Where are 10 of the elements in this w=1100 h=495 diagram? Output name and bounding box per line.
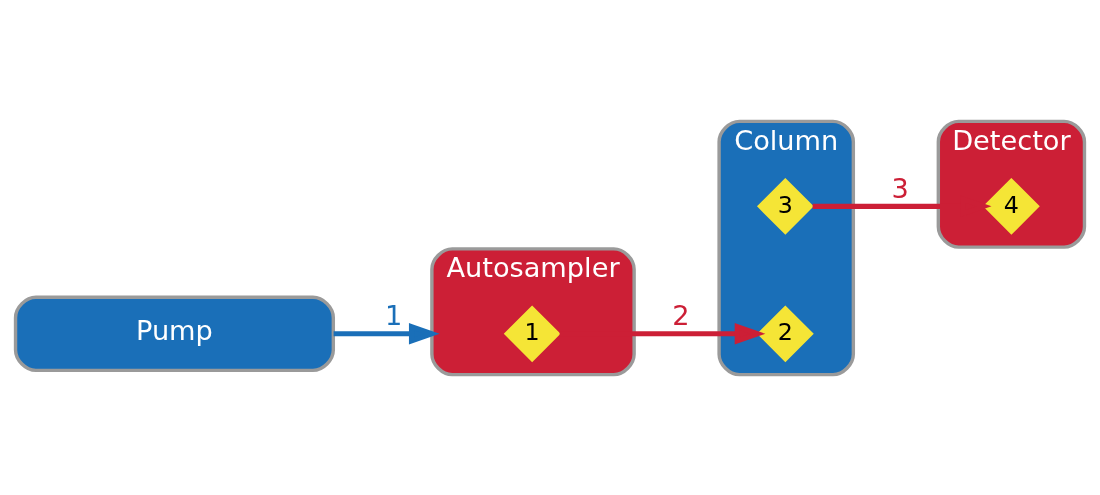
edge-label: 2 [672, 299, 690, 331]
node-diamond: 2 [756, 304, 814, 362]
node-diamond: 3 [756, 177, 814, 235]
edge-label: 3 [891, 172, 909, 204]
edge-label: 1 [385, 299, 403, 331]
arrow [559, 322, 766, 345]
arrow [333, 322, 440, 345]
node-box: Pump [13, 295, 335, 372]
node-diamond: 4 [983, 177, 1040, 235]
node-diamond: 1 [503, 304, 561, 362]
